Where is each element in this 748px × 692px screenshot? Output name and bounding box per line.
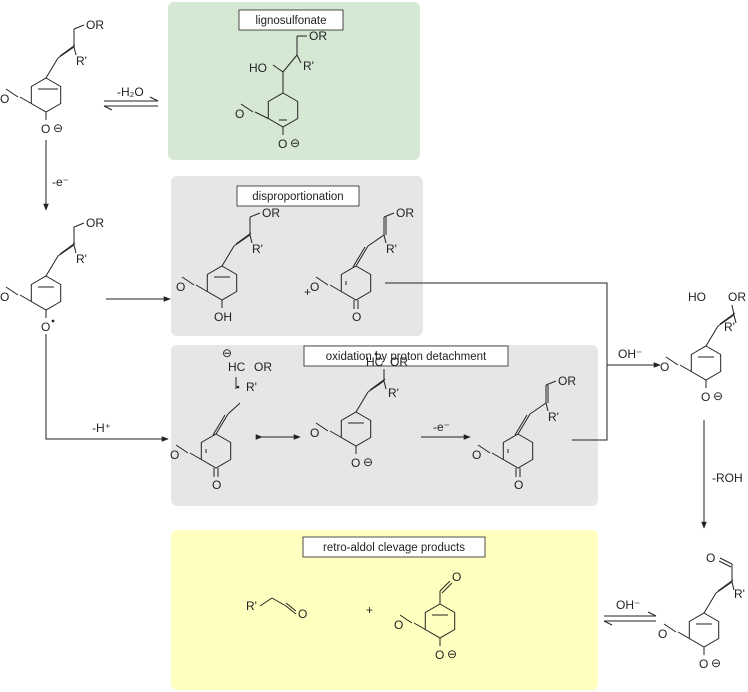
- svg-text:O: O: [41, 320, 50, 334]
- svg-text:O: O: [278, 137, 287, 151]
- svg-text:R': R': [76, 54, 87, 68]
- svg-text:O: O: [41, 122, 50, 136]
- svg-text:OR: OR: [86, 18, 104, 32]
- svg-text:OR: OR: [396, 206, 414, 220]
- phenoxy-radical-molecule: OR R' O O: [0, 216, 104, 334]
- svg-text:OR: OR: [254, 360, 272, 374]
- disproportionation-panel: [171, 176, 423, 336]
- svg-text:O: O: [452, 570, 461, 584]
- lignosulfonate-panel: [168, 2, 420, 160]
- svg-text:O: O: [352, 310, 361, 324]
- svg-text:O: O: [310, 426, 319, 440]
- svg-text:⊖: ⊖: [363, 455, 373, 469]
- svg-text:O: O: [660, 360, 669, 374]
- path-disproportionation-to-hemiacetal: [385, 282, 608, 365]
- equilibrium-water-loss: -H₂O: [103, 85, 159, 111]
- svg-text:O: O: [0, 92, 9, 106]
- svg-text:O: O: [706, 551, 715, 565]
- lignosulfonate-molecule: HO OR R' O O ⊖: [235, 29, 327, 151]
- vanillin-molecule: O O O ⊖: [394, 570, 461, 662]
- plus-sign-2: +: [366, 603, 373, 617]
- svg-text:O: O: [212, 478, 221, 492]
- svg-text:O: O: [235, 107, 244, 121]
- svg-text:O: O: [170, 448, 179, 462]
- svg-text:HC: HC: [366, 355, 384, 369]
- retro-aldol-title: retro-aldol clevage products: [323, 542, 465, 554]
- proton-loss-arrow: [45, 334, 169, 442]
- svg-text:⊖: ⊖: [711, 656, 721, 670]
- svg-text:O: O: [701, 390, 710, 404]
- carbanion-molecule: R' HC OR ⊖ O O: [170, 346, 272, 492]
- svg-text:O: O: [472, 448, 481, 462]
- svg-text:⊖: ⊖: [290, 136, 300, 150]
- oxidized-quinone-methide-molecule: OR R' O O: [472, 374, 576, 492]
- oxidation-title: oxidation by proton detachment: [326, 351, 487, 363]
- svg-text:O: O: [0, 290, 9, 304]
- svg-text:O: O: [435, 648, 444, 662]
- cinnamaldehyde-molecule: O R' O O ⊖: [658, 551, 745, 671]
- svg-text:R': R': [76, 252, 87, 266]
- svg-text:-H₂O: -H₂O: [117, 85, 144, 99]
- electron-loss-label-2: -e⁻: [433, 420, 450, 434]
- lignosulfonate-title: lignosulfonate: [256, 15, 327, 27]
- svg-text:R': R': [386, 242, 397, 256]
- svg-text:R': R': [252, 242, 263, 256]
- svg-text:R': R': [303, 59, 314, 73]
- hydroxide-label-bottom: OH⁻: [616, 598, 640, 612]
- svg-text:HC: HC: [228, 360, 246, 374]
- equilibrium-hydroxide: OH⁻: [603, 598, 657, 626]
- svg-text:O: O: [310, 280, 319, 294]
- svg-text:R': R': [388, 386, 399, 400]
- svg-text:OR: OR: [390, 355, 408, 369]
- svg-text:HO: HO: [249, 61, 267, 75]
- svg-text:R': R': [734, 587, 745, 601]
- svg-text:OR: OR: [728, 290, 746, 304]
- svg-text:O: O: [514, 478, 523, 492]
- svg-text:O: O: [394, 618, 403, 632]
- proton-loss-label: -H⁺: [92, 421, 111, 435]
- plus-sign: +: [304, 285, 311, 299]
- path-oxidation-to-join: [572, 365, 608, 441]
- svg-text:OR: OR: [309, 29, 327, 43]
- svg-text:R': R': [246, 380, 257, 394]
- oxidation-panel: [171, 345, 598, 506]
- svg-text:OR: OR: [262, 206, 280, 220]
- svg-text:R': R': [724, 320, 735, 334]
- electron-loss-label: -e⁻: [52, 175, 69, 189]
- quinone-methide-molecule: OR R' O O: [310, 206, 414, 324]
- roh-loss-label: -ROH: [712, 471, 743, 485]
- svg-text:OH: OH: [214, 310, 232, 324]
- svg-text:R': R': [548, 410, 559, 424]
- hemiacetal-molecule: HO OR R' O O ⊖: [660, 290, 746, 404]
- svg-text:⊖: ⊖: [53, 121, 63, 135]
- svg-text:O: O: [699, 657, 708, 671]
- svg-text:O: O: [176, 280, 185, 294]
- hydroxide-label-top: OH⁻: [618, 347, 642, 361]
- svg-text:OR: OR: [86, 216, 104, 230]
- svg-text:OR: OR: [558, 374, 576, 388]
- svg-text:⊖: ⊖: [222, 346, 232, 360]
- svg-text:O: O: [658, 627, 667, 641]
- svg-text:⊖: ⊖: [713, 389, 723, 403]
- svg-text:O: O: [298, 607, 307, 621]
- svg-text:HO: HO: [688, 290, 706, 304]
- phenolate-molecule: OR R' O O ⊖: [0, 18, 104, 136]
- aliphatic-aldehyde-molecule: R' O: [246, 597, 307, 621]
- svg-text:O: O: [351, 456, 360, 470]
- svg-text:⊖: ⊖: [447, 647, 457, 661]
- retro-aldol-panel: [171, 530, 598, 690]
- phenol-molecule: OR R' O OH: [176, 206, 280, 324]
- radical-phenolate-molecule: HC OR R' O O ⊖: [310, 352, 408, 470]
- svg-text:R': R': [246, 599, 257, 613]
- disproportionation-title: disproportionation: [252, 191, 343, 203]
